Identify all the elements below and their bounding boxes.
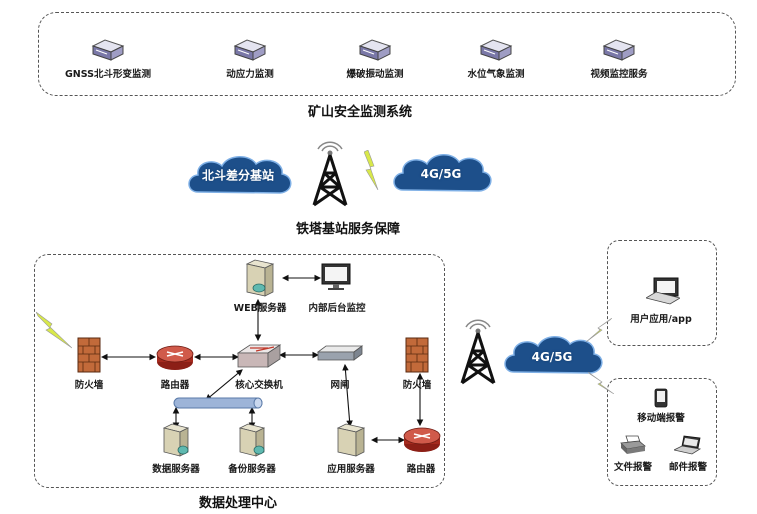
mail-alarm-label: 邮件报警 [668, 462, 708, 473]
dynamic-stress-label: 动应力监测 [226, 69, 274, 80]
firewall-icon [77, 337, 101, 373]
printer-icon [620, 435, 646, 454]
server-rack-icon [479, 39, 513, 61]
router-icon [156, 345, 194, 370]
firewall-icon [405, 337, 429, 373]
beidou-station-label: 北斗差分基站 [201, 168, 275, 183]
firewall-left-label: 防火墙 [74, 380, 104, 391]
file-alarm-label: 文件报警 [613, 462, 653, 473]
phone-icon [654, 388, 668, 408]
backup-server-label: 备份服务器 [228, 464, 276, 475]
remote-4g5g-label: 4G/5G [531, 350, 573, 364]
data-server-label: 数据服务器 [152, 464, 200, 475]
internal-monitor-label: 内部后台监控 [308, 303, 366, 314]
gateway-label: 网闸 [330, 380, 350, 391]
server-rack-icon [91, 39, 125, 61]
router-right-label: 路由器 [406, 464, 436, 475]
tower-service-caption: 铁塔基站服务保障 [295, 222, 401, 237]
lightning-icon [586, 318, 612, 342]
blast-vibration-label: 爆破振动监测 [346, 69, 404, 80]
alarm-group [607, 378, 717, 486]
cloud-icon [504, 336, 603, 374]
server-tower-icon [245, 259, 275, 297]
lightning-icon [36, 311, 72, 349]
server-tower-icon [336, 423, 366, 457]
cloud-icon [188, 156, 292, 194]
core-switch-label: 核心交换机 [235, 380, 283, 391]
lightning-icon [588, 372, 614, 394]
router-icon [403, 427, 441, 452]
cloud-icon [393, 154, 492, 192]
mobile-alarm-label: 移动端报警 [637, 413, 685, 424]
tower-antenna-icon [460, 319, 496, 385]
video-surveillance-label: 视频监控服务 [590, 69, 648, 80]
switch-icon [236, 344, 282, 368]
data-center-group [34, 254, 445, 488]
water-weather-label: 水位气象监测 [467, 69, 525, 80]
computer-monitor-icon [646, 277, 680, 305]
data-center-title: 数据处理中心 [198, 496, 278, 511]
gateway-icon [316, 345, 364, 361]
server-tower-icon [238, 423, 266, 457]
firewall-right-label: 防火墙 [402, 380, 432, 391]
server-rack-icon [602, 39, 636, 61]
server-rack-icon [233, 39, 267, 61]
laptop-icon [674, 435, 702, 455]
tower-antenna-icon [312, 141, 348, 207]
gnss-beidou-label: GNSS北斗形变监测 [64, 69, 152, 80]
lightning-icon [364, 150, 379, 190]
app-server-label: 应用服务器 [327, 464, 375, 475]
mine-safety-group [38, 12, 736, 96]
mine-safety-title: 矿山安全监测系统 [307, 105, 413, 120]
server-tower-icon [162, 423, 190, 457]
web-server-label: WEB服务器 [233, 303, 287, 314]
user-app-label: 用户应用/app [630, 314, 692, 325]
user-app-group [607, 240, 717, 346]
tower-4g5g-label: 4G/5G [420, 167, 462, 181]
computer-monitor-icon [321, 263, 351, 290]
network-bus-icon [173, 397, 263, 409]
server-rack-icon [358, 39, 392, 61]
router-left-label: 路由器 [160, 380, 190, 391]
